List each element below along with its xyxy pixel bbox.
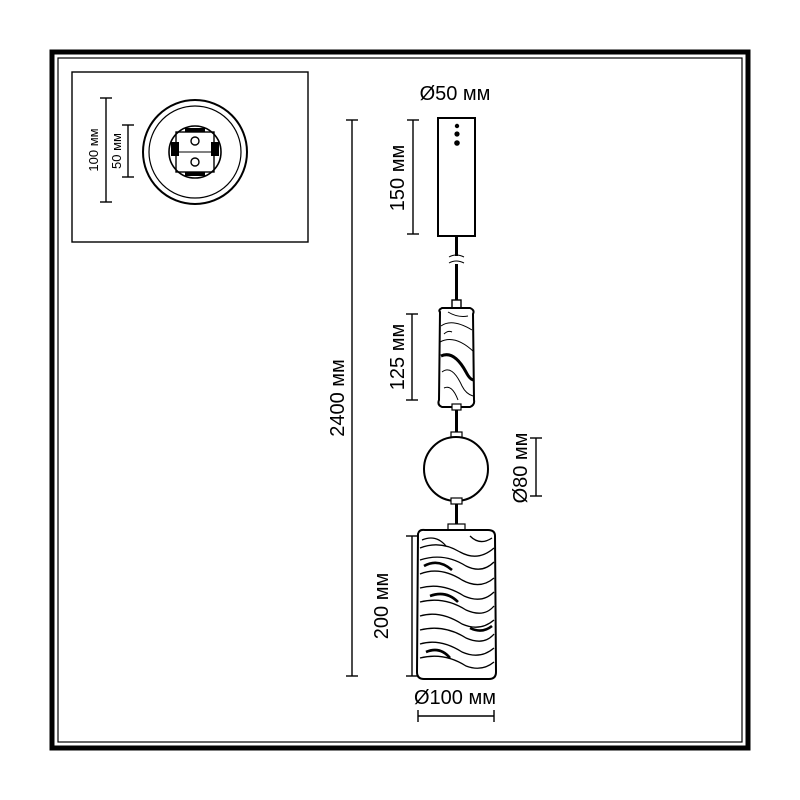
inset-outer-diameter-label: 100 мм xyxy=(86,128,101,171)
canopy-height-dimension xyxy=(407,119,419,235)
sphere-diameter-label: Ø80 мм xyxy=(510,433,532,504)
shade-height-label: 200 мм xyxy=(371,573,393,639)
canopy-height-label: 150 мм xyxy=(387,145,409,211)
canopy-top-view-inset: 100 мм 50 мм xyxy=(71,71,309,243)
canopy xyxy=(437,117,476,237)
outer-frame xyxy=(49,49,751,751)
shade-diameter-dimension xyxy=(417,710,495,722)
middle-glass-segment xyxy=(437,307,476,418)
shade-diameter-label: Ø100 мм xyxy=(414,687,496,709)
glass-sphere xyxy=(423,418,489,528)
inset-dim-100 xyxy=(100,97,112,203)
inner-frame xyxy=(57,57,743,743)
textured-glass-shade xyxy=(415,523,498,680)
suspension-cable xyxy=(448,236,465,309)
inset-inner-diameter-label: 50 мм xyxy=(109,133,124,169)
total-length-dimension xyxy=(346,119,358,677)
middle-segment-height-label: 125 мм xyxy=(387,324,409,390)
middle-segment-dimension xyxy=(406,313,418,401)
mounting-bracket-icon xyxy=(171,128,219,176)
shade-height-dimension xyxy=(406,535,418,677)
canopy-inner-ring xyxy=(148,105,242,199)
inset-dim-50 xyxy=(122,124,134,178)
total-length-label: 2400 мм xyxy=(327,359,349,437)
canopy-diameter-label: Ø50 мм xyxy=(420,83,491,105)
sphere-diameter-dimension xyxy=(530,437,542,497)
